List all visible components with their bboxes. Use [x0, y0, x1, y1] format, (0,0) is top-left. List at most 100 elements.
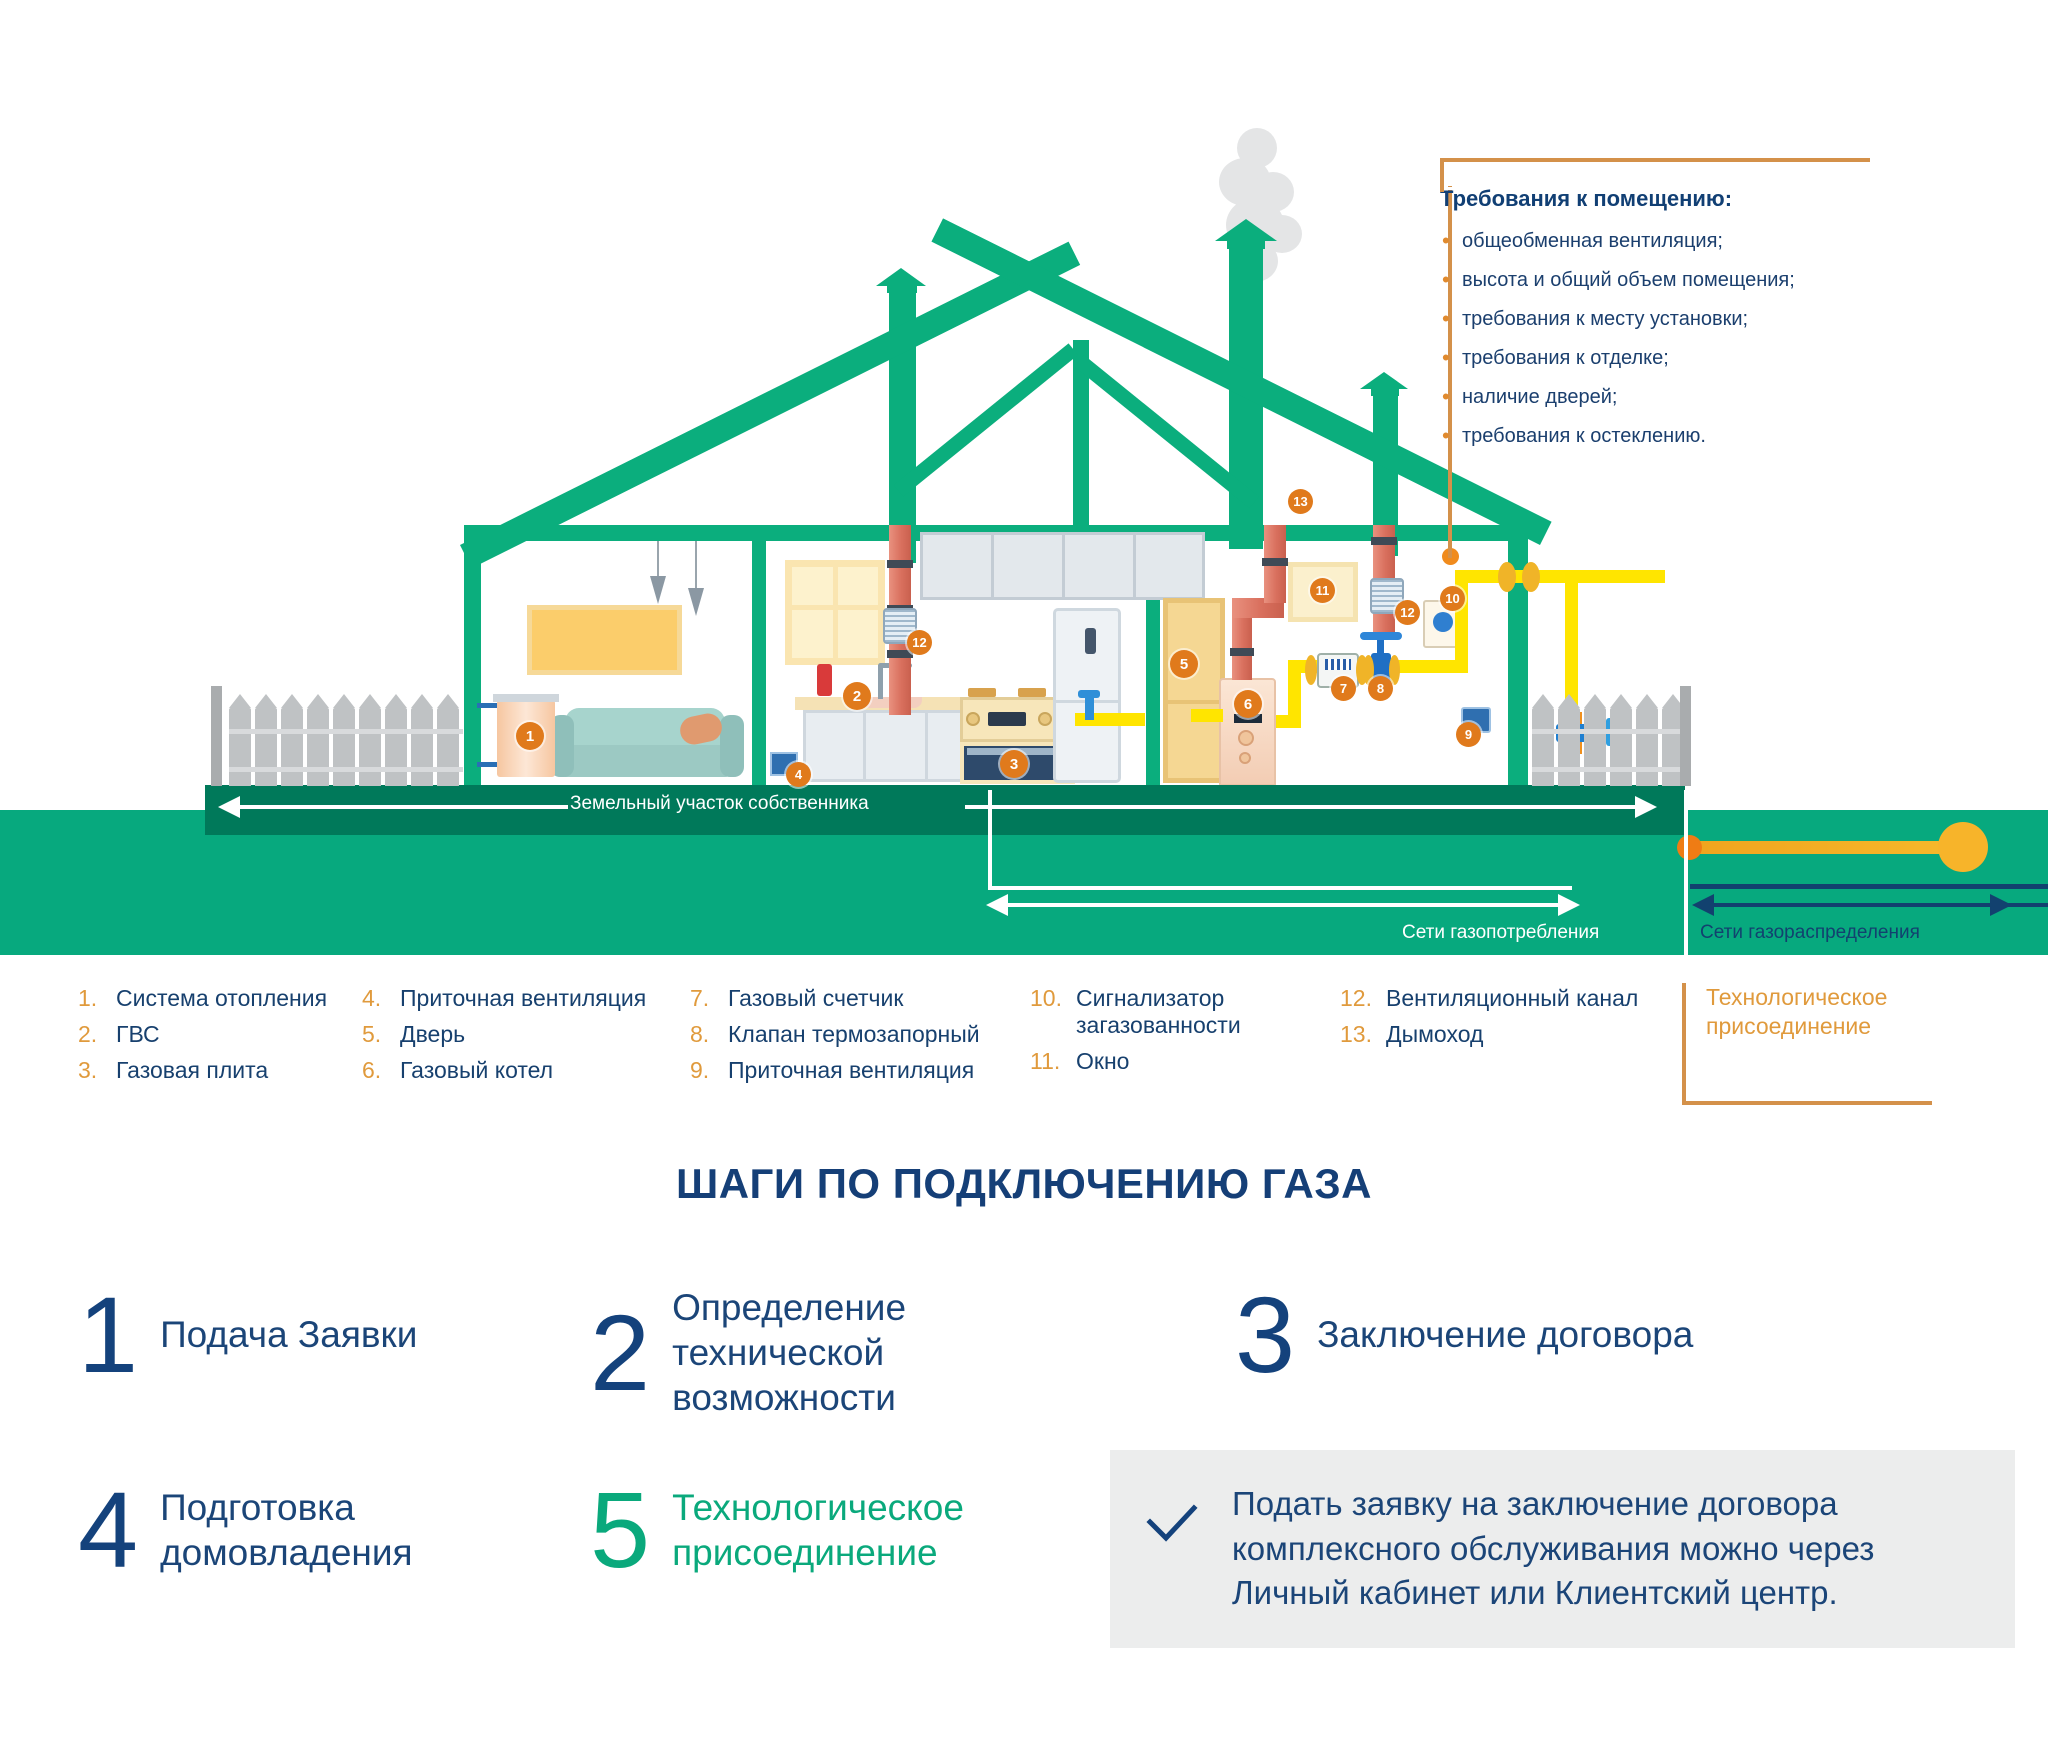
boiler-knob: [1238, 730, 1254, 746]
fence-right: [1528, 686, 1691, 786]
valve-flange: [1363, 655, 1374, 685]
house-cross-section-diagram: 1 2 3 4: [0, 0, 2048, 955]
boiler-room-window: [1288, 562, 1358, 622]
step-5: 5 Технологическое присоединение: [590, 1469, 1040, 1590]
fence-picket: [385, 694, 407, 786]
legend-label: Система отопления: [116, 985, 328, 1011]
flue-band: [887, 560, 913, 568]
legend-number: 2.: [78, 1021, 98, 1048]
cabinet-divider: [925, 710, 928, 782]
consumption-dimension-line: [1006, 903, 1558, 907]
marker-12-ventilation-duct[interactable]: 12: [907, 630, 932, 655]
step-number: 2: [590, 1292, 651, 1413]
step-number: 5: [590, 1469, 651, 1590]
legend-label: Газовый счетчик: [728, 985, 904, 1011]
requirement-item: высота и общий объем помещения;: [1440, 267, 1870, 293]
requirement-item: наличие дверей;: [1440, 384, 1870, 410]
fence-rail: [229, 767, 463, 772]
step-2: 2 Определение технической возможности: [590, 1285, 1090, 1420]
checkmark-icon: [1146, 1503, 1198, 1551]
sofa-arm: [720, 715, 744, 777]
marker-10-gas-detector[interactable]: 10: [1440, 586, 1465, 611]
chimney-neck: [1227, 241, 1265, 249]
requirements-lead-line: [1448, 190, 1452, 558]
chimney-cap: [1360, 372, 1408, 389]
marker-9-supply-ventilation[interactable]: 9: [1456, 722, 1481, 747]
fence-rail: [1532, 729, 1688, 734]
legend-number: 1.: [78, 985, 98, 1011]
flue-band: [1262, 558, 1288, 566]
marker-3-gas-stove[interactable]: 3: [1000, 750, 1028, 778]
pendant-lamp-shade: [688, 588, 704, 616]
legend-item: 5. Дверь: [362, 1021, 682, 1048]
tech-connection-callout: Технологическое присоединение: [1682, 983, 1932, 1105]
door: [1163, 598, 1225, 783]
marker-5-door[interactable]: 5: [1170, 650, 1198, 678]
plot-band: [205, 785, 1685, 835]
service-connection-node: [1677, 835, 1702, 860]
step-label: Подача Заявки: [160, 1314, 418, 1356]
arrow-left: [218, 796, 240, 818]
legend-number: 9.: [690, 1057, 710, 1084]
legend-number: 4.: [362, 985, 382, 1011]
distribution-network-label: Сети газораспределения: [1700, 922, 1920, 943]
marker-2-hot-water-supply[interactable]: 2: [843, 682, 871, 710]
step-label: Технологическое присоединение: [672, 1486, 964, 1573]
fence-picket: [1610, 694, 1632, 786]
roof-left-slope: [460, 241, 1081, 569]
kitchen-window-mullion-h: [785, 605, 885, 610]
fence-picket: [1584, 694, 1606, 786]
legend-item: 9. Приточная вентиляция: [690, 1057, 1020, 1084]
marker-7-gas-meter[interactable]: 7: [1331, 676, 1356, 701]
attic-ridge-beam: [1073, 340, 1089, 530]
legend-number: 12.: [1340, 985, 1372, 1011]
step-label: Определение технической возможности: [672, 1287, 907, 1419]
marker-12-ventilation-duct[interactable]: 12: [1395, 600, 1420, 625]
faucet: [878, 665, 883, 699]
requirement-item: требования к остеклению.: [1440, 423, 1870, 449]
marker-1-heating-system[interactable]: 1: [516, 722, 544, 750]
kitchen-window-mullion-v: [833, 560, 838, 665]
flue-band: [1371, 537, 1397, 545]
marker-4-supply-ventilation[interactable]: 4: [786, 762, 811, 787]
legend-column: 7. Газовый счетчик 8. Клапан термозапорн…: [690, 985, 1020, 1093]
marker-6-gas-boiler[interactable]: 6: [1234, 690, 1262, 718]
application-note-text: Подать заявку на заключение договора ком…: [1232, 1485, 1875, 1612]
marker-8-thermal-valve[interactable]: 8: [1368, 676, 1393, 701]
arrow-left: [986, 894, 1008, 916]
steps-section-title: ШАГИ ПО ПОДКЛЮЧЕНИЮ ГАЗА: [676, 1160, 1372, 1207]
legend-number: 8.: [690, 1021, 710, 1048]
arrow-right: [1635, 796, 1657, 818]
fence-picket: [255, 694, 277, 786]
legend-label: Газовая плита: [116, 1057, 269, 1084]
stove-knob: [966, 712, 980, 726]
refrigerator-handle: [1085, 628, 1096, 654]
marker-11-window[interactable]: 11: [1310, 578, 1335, 603]
requirements-callout: Требования к помещению: общеобменная вен…: [1440, 158, 1870, 464]
legend-column: 4. Приточная вентиляция 5. Дверь 6. Газо…: [362, 985, 682, 1093]
legend-label: Дымоход: [1386, 1021, 1484, 1048]
legend-label: Газовый котел: [400, 1057, 554, 1084]
gas-pipe-boiler-inlet: [1191, 709, 1223, 722]
consumption-network-connector: [988, 790, 992, 890]
legend-label: Приточная вентиляция: [400, 985, 647, 1011]
step-number: 3: [1235, 1274, 1296, 1395]
legend-label: Сигнализатор загазованности: [1076, 985, 1241, 1039]
marker-13-chimney[interactable]: 13: [1288, 489, 1313, 514]
legend-label: Дверь: [400, 1021, 466, 1048]
soap-bottle: [817, 664, 832, 696]
step-4: 4 Подготовка домовладения: [78, 1469, 498, 1590]
heating-pipe: [477, 703, 497, 708]
legend-label-line2: загазованности: [1076, 1012, 1241, 1039]
plot-dimension-line-left: [238, 805, 568, 809]
legend-item: 3. Газовая плита: [78, 1057, 368, 1084]
legend-label: Вентиляционный канал: [1386, 985, 1639, 1011]
cabinet-divider: [863, 710, 866, 782]
legend-item: 8. Клапан термозапорный: [690, 1021, 1020, 1048]
requirements-list: общеобменная вентиляция; высота и общий …: [1440, 228, 1870, 449]
chimney-neck: [887, 286, 917, 293]
legend-number: 10.: [1030, 985, 1062, 1011]
step-number: 4: [78, 1469, 139, 1590]
fence-picket: [1662, 694, 1684, 786]
